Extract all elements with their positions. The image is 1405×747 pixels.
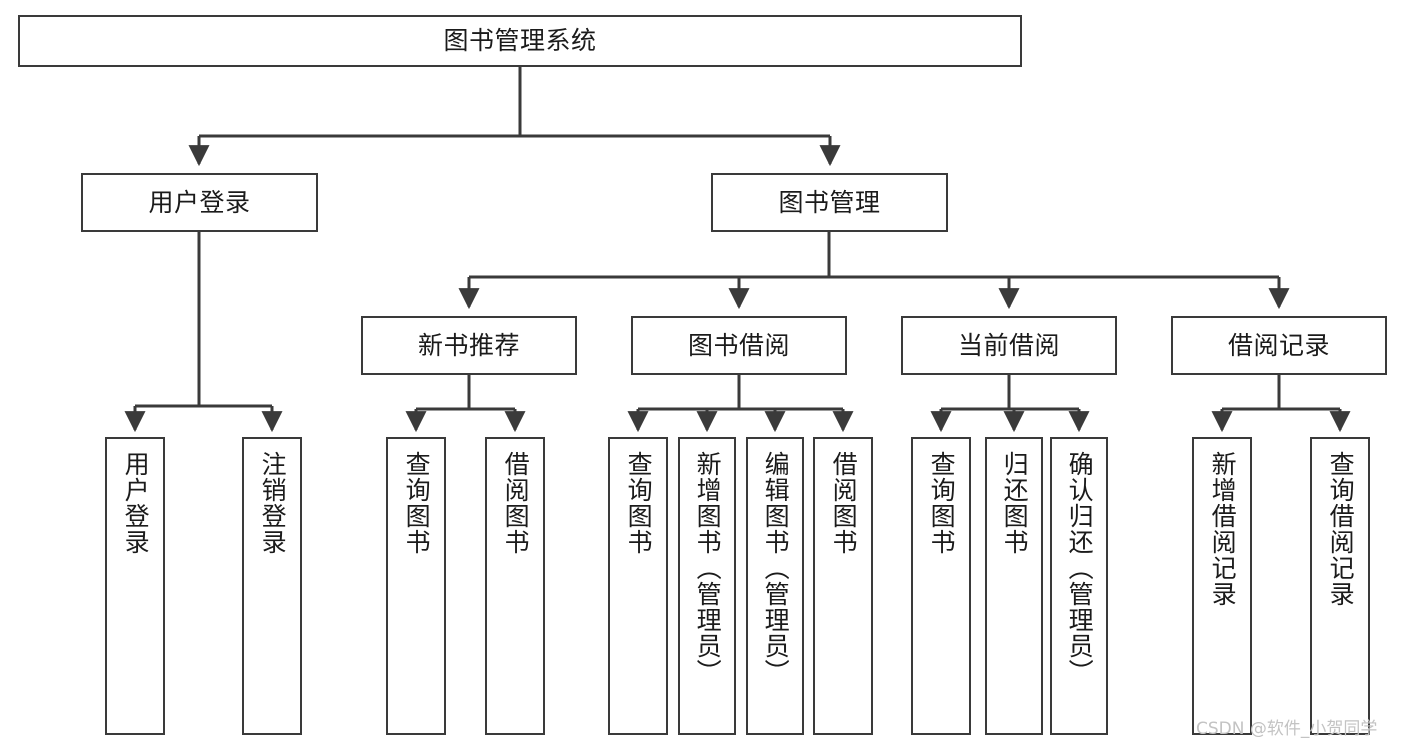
node-new-book-recommend-label: 新书推荐 xyxy=(417,330,520,360)
node-leaf-borrow-book-1[interactable]: 借阅图书 xyxy=(485,437,545,735)
node-root[interactable]: 图书管理系统 xyxy=(18,15,1022,67)
watermark-text: CSDN @软件_小贺同学 xyxy=(1196,719,1378,739)
node-leaf-borrow-book-2-label: 借阅图书 xyxy=(829,451,859,555)
node-leaf-query-book-1[interactable]: 查询图书 xyxy=(386,437,446,735)
node-borrow-record[interactable]: 借阅记录 xyxy=(1171,316,1387,375)
node-leaf-confirm-return[interactable]: 确认归还（管理员） xyxy=(1050,437,1108,735)
node-user-login[interactable]: 用户登录 xyxy=(81,173,318,232)
node-leaf-query-book-1-label: 查询图书 xyxy=(402,451,432,555)
node-new-book-recommend[interactable]: 新书推荐 xyxy=(361,316,577,375)
node-leaf-user-login[interactable]: 用户登录 xyxy=(105,437,165,735)
node-leaf-borrow-book-2[interactable]: 借阅图书 xyxy=(813,437,873,735)
node-leaf-add-record[interactable]: 新增借阅记录 xyxy=(1192,437,1252,735)
node-leaf-query-book-2[interactable]: 查询图书 xyxy=(608,437,668,735)
node-leaf-edit-book-label: 编辑图书（管理员） xyxy=(761,451,791,685)
node-leaf-edit-book[interactable]: 编辑图书（管理员） xyxy=(746,437,804,735)
node-leaf-query-book-3[interactable]: 查询图书 xyxy=(911,437,971,735)
node-leaf-logout[interactable]: 注销登录 xyxy=(242,437,302,735)
node-book-borrow[interactable]: 图书借阅 xyxy=(631,316,847,375)
node-book-manage[interactable]: 图书管理 xyxy=(711,173,948,232)
node-leaf-add-record-label: 新增借阅记录 xyxy=(1208,451,1238,607)
node-user-login-label: 用户登录 xyxy=(148,187,251,217)
node-leaf-add-book[interactable]: 新增图书（管理员） xyxy=(678,437,736,735)
node-root-label: 图书管理系统 xyxy=(443,26,597,55)
node-leaf-user-login-label: 用户登录 xyxy=(121,451,151,555)
node-current-borrow-label: 当前借阅 xyxy=(957,330,1060,360)
node-leaf-query-record-label: 查询借阅记录 xyxy=(1326,451,1356,607)
node-leaf-logout-label: 注销登录 xyxy=(258,451,288,555)
node-leaf-query-book-3-label: 查询图书 xyxy=(927,451,957,555)
node-current-borrow[interactable]: 当前借阅 xyxy=(901,316,1117,375)
node-borrow-record-label: 借阅记录 xyxy=(1227,330,1330,360)
node-book-borrow-label: 图书借阅 xyxy=(687,330,790,360)
node-leaf-query-record[interactable]: 查询借阅记录 xyxy=(1310,437,1370,735)
node-book-manage-label: 图书管理 xyxy=(778,187,881,217)
node-leaf-confirm-return-label: 确认归还（管理员） xyxy=(1065,451,1095,685)
node-leaf-add-book-label: 新增图书（管理员） xyxy=(693,451,723,685)
node-leaf-return-book-label: 归还图书 xyxy=(1000,451,1030,555)
node-leaf-borrow-book-1-label: 借阅图书 xyxy=(501,451,531,555)
node-leaf-return-book[interactable]: 归还图书 xyxy=(985,437,1043,735)
node-leaf-query-book-2-label: 查询图书 xyxy=(624,451,654,555)
